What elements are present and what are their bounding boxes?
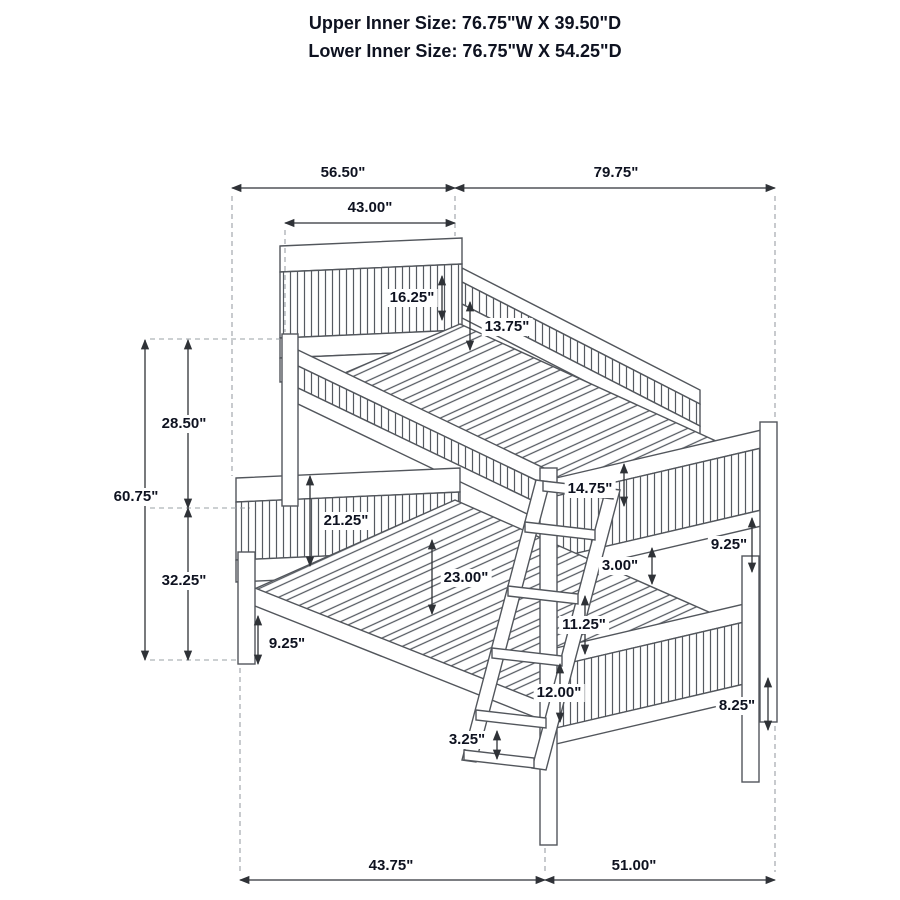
upper-inner-size-title: Upper Inner Size: 76.75"W X 39.50"D: [308, 12, 622, 33]
dim-overall-height: 60.75": [110, 488, 162, 506]
back-right-post: [759, 421, 778, 723]
upper-left-post: [281, 333, 299, 507]
dim-back-rail-gap: 13.75": [481, 318, 533, 336]
dim-lower-foot-slat-height: 8.25": [715, 697, 759, 715]
dim-upper-section-height: 28.50": [158, 415, 210, 433]
dim-ladder-rung-gap-upper: 11.25": [559, 616, 609, 634]
dim-floor-span-right: 51.00": [608, 857, 660, 875]
dim-foot-rail-height: 14.75": [564, 480, 616, 498]
ladder-rung: [507, 585, 579, 605]
lower-footboard: [555, 597, 771, 745]
ladder-rung: [524, 521, 596, 541]
extension-lines: [150, 196, 776, 872]
dim-bunk-clearance: 23.00": [440, 569, 492, 587]
dim-rail-thickness: 3.00": [598, 557, 642, 575]
ladder-rung: [475, 709, 547, 729]
dim-floor-span-left: 43.75": [365, 857, 417, 875]
dim-upper-foot-slat-height: 9.25": [707, 536, 751, 554]
lower-inner-size-title: Lower Inner Size: 76.75"W X 54.25"D: [308, 40, 622, 61]
bed-drawing: [235, 237, 778, 846]
front-right-post: [741, 555, 760, 783]
dim-lower-headboard-panel: 21.25": [320, 512, 372, 530]
dim-upper-headboard-width: 43.00": [344, 199, 396, 217]
dim-lower-section-height: 32.25": [158, 572, 210, 590]
dim-ladder-rail-width: 3.25": [445, 731, 489, 749]
dim-overall-depth: 56.50": [317, 164, 369, 182]
dim-ladder-rung-gap-lower: 12.00": [533, 684, 585, 702]
dim-lower-leg-height: 9.25": [265, 635, 309, 653]
dim-overall-length: 79.75": [590, 164, 642, 182]
ladder-rung: [463, 749, 535, 769]
lower-front-left-leg: [237, 551, 256, 665]
dim-headboard-rail-offset: 16.25": [386, 289, 438, 307]
